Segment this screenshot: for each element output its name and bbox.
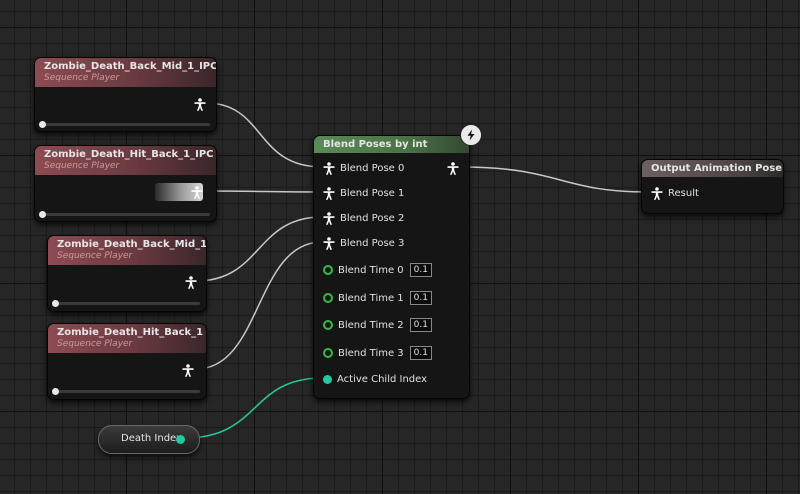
sequence-player-node-4[interactable]: Zombie_Death_Hit_Back_1 Sequence Player: [47, 323, 207, 400]
float-pin-icon: [323, 320, 333, 330]
float-pin-icon: [323, 265, 333, 275]
sequence-player-node-2[interactable]: Zombie_Death_Hit_Back_1_IPC Sequence Pla…: [34, 145, 217, 222]
output-pose-header: Output Animation Pose: [642, 160, 783, 177]
pose-input-pin-icon: [323, 186, 335, 200]
playback-slider[interactable]: [39, 121, 210, 128]
sequence-player-header-3: Zombie_Death_Back_Mid_1 Sequence Player: [48, 236, 206, 265]
pin-label: Blend Pose 0: [340, 162, 405, 174]
pose-output-pin-icon[interactable]: [182, 364, 194, 377]
pose-wire-0[interactable]: [205, 102, 323, 168]
node-title: Output Animation Pose: [651, 163, 783, 174]
playback-slider[interactable]: [39, 211, 210, 218]
pose-input-pin-icon: [323, 161, 335, 175]
float-pin-icon: [323, 348, 333, 358]
pose-wire-1[interactable]: [205, 190, 323, 193]
pin-label: Result: [668, 187, 699, 199]
node-title: Zombie_Death_Back_Mid_1: [57, 239, 207, 250]
blend-time-input-2[interactable]: 0.1: [409, 318, 432, 332]
blend-time-input-0[interactable]: 0.1: [409, 263, 432, 277]
pose-wire-3[interactable]: [195, 241, 323, 370]
node-title: Zombie_Death_Hit_Back_1: [57, 327, 204, 338]
pin-label: Blend Time 3: [338, 347, 404, 359]
pin-label: Blend Pose 3: [340, 237, 405, 249]
slider-knob[interactable]: [39, 211, 46, 218]
blend-time-pin-3[interactable]: Blend Time 3 0.1: [323, 345, 432, 361]
blend-time-input-3[interactable]: 0.1: [409, 346, 432, 360]
playback-slider[interactable]: [52, 300, 200, 307]
node-title: Zombie_Death_Hit_Back_1_IPC: [44, 149, 214, 160]
pin-label: Blend Pose 2: [340, 212, 405, 224]
blend-time-pin-0[interactable]: Blend Time 0 0.1: [323, 262, 432, 278]
result-pin[interactable]: Result: [651, 185, 699, 201]
sequence-player-header-1: Zombie_Death_Back_Mid_1_IPC Sequence Pla…: [35, 58, 216, 87]
int-pin-icon: [323, 374, 332, 384]
pose-output-pin-icon[interactable]: [447, 162, 459, 175]
node-subtitle: Sequence Player: [44, 73, 120, 83]
blend-time-pin-1[interactable]: Blend Time 1 0.1: [323, 290, 432, 306]
playback-slider[interactable]: [52, 388, 200, 395]
pose-output-pin-icon[interactable]: [191, 186, 203, 199]
pin-label: Blend Time 1: [338, 292, 404, 304]
node-title: Blend Poses by int: [323, 139, 428, 150]
blend-pose-pin-1[interactable]: Blend Pose 1: [323, 185, 404, 201]
node-subtitle: Sequence Player: [44, 161, 120, 171]
sequence-player-node-3[interactable]: Zombie_Death_Back_Mid_1 Sequence Player: [47, 235, 207, 312]
float-pin-icon: [323, 293, 333, 303]
output-animation-pose-node[interactable]: Output Animation Pose Result: [641, 159, 784, 214]
sequence-player-header-4: Zombie_Death_Hit_Back_1 Sequence Player: [48, 324, 206, 353]
lightning-icon: [460, 124, 482, 146]
result-wire[interactable]: [459, 166, 649, 193]
int-output-pin-icon[interactable]: [176, 435, 185, 444]
slider-knob[interactable]: [39, 121, 46, 128]
pose-output-pin-icon[interactable]: [185, 276, 197, 289]
variable-label: Death Index: [121, 433, 182, 444]
blend-poses-header: Blend Poses by int: [314, 136, 469, 153]
slider-knob[interactable]: [52, 300, 59, 307]
blend-time-pin-2[interactable]: Blend Time 2 0.1: [323, 317, 432, 333]
pose-input-pin-icon: [651, 186, 663, 200]
pin-label: Blend Time 2: [338, 319, 404, 331]
node-subtitle: Sequence Player: [57, 339, 133, 349]
blend-pose-pin-0[interactable]: Blend Pose 0: [323, 160, 404, 176]
sequence-player-header-2: Zombie_Death_Hit_Back_1_IPC Sequence Pla…: [35, 146, 216, 175]
pin-label: Blend Pose 1: [340, 187, 405, 199]
node-subtitle: Sequence Player: [57, 251, 133, 261]
node-title: Zombie_Death_Back_Mid_1_IPC: [44, 61, 217, 72]
sequence-player-node-1[interactable]: Zombie_Death_Back_Mid_1_IPC Sequence Pla…: [34, 57, 217, 132]
slider-knob[interactable]: [52, 388, 59, 395]
blend-pose-pin-2[interactable]: Blend Pose 2: [323, 210, 404, 226]
blend-pose-pin-3[interactable]: Blend Pose 3: [323, 235, 404, 251]
pose-input-pin-icon: [323, 211, 335, 225]
pose-input-pin-icon: [323, 236, 335, 250]
death-index-variable-node[interactable]: Death Index: [98, 425, 200, 454]
blend-poses-node[interactable]: Blend Poses by int Blend Pose 0 Blend Po…: [313, 135, 470, 399]
pose-wire-2[interactable]: [195, 216, 323, 282]
pin-label: Blend Time 0: [338, 264, 404, 276]
pin-label: Active Child Index: [337, 373, 428, 385]
active-child-index-pin[interactable]: Active Child Index: [323, 371, 427, 387]
pose-output-pin-icon[interactable]: [194, 98, 206, 111]
pin-hover-highlight: [155, 183, 203, 201]
blend-time-input-1[interactable]: 0.1: [409, 291, 432, 305]
